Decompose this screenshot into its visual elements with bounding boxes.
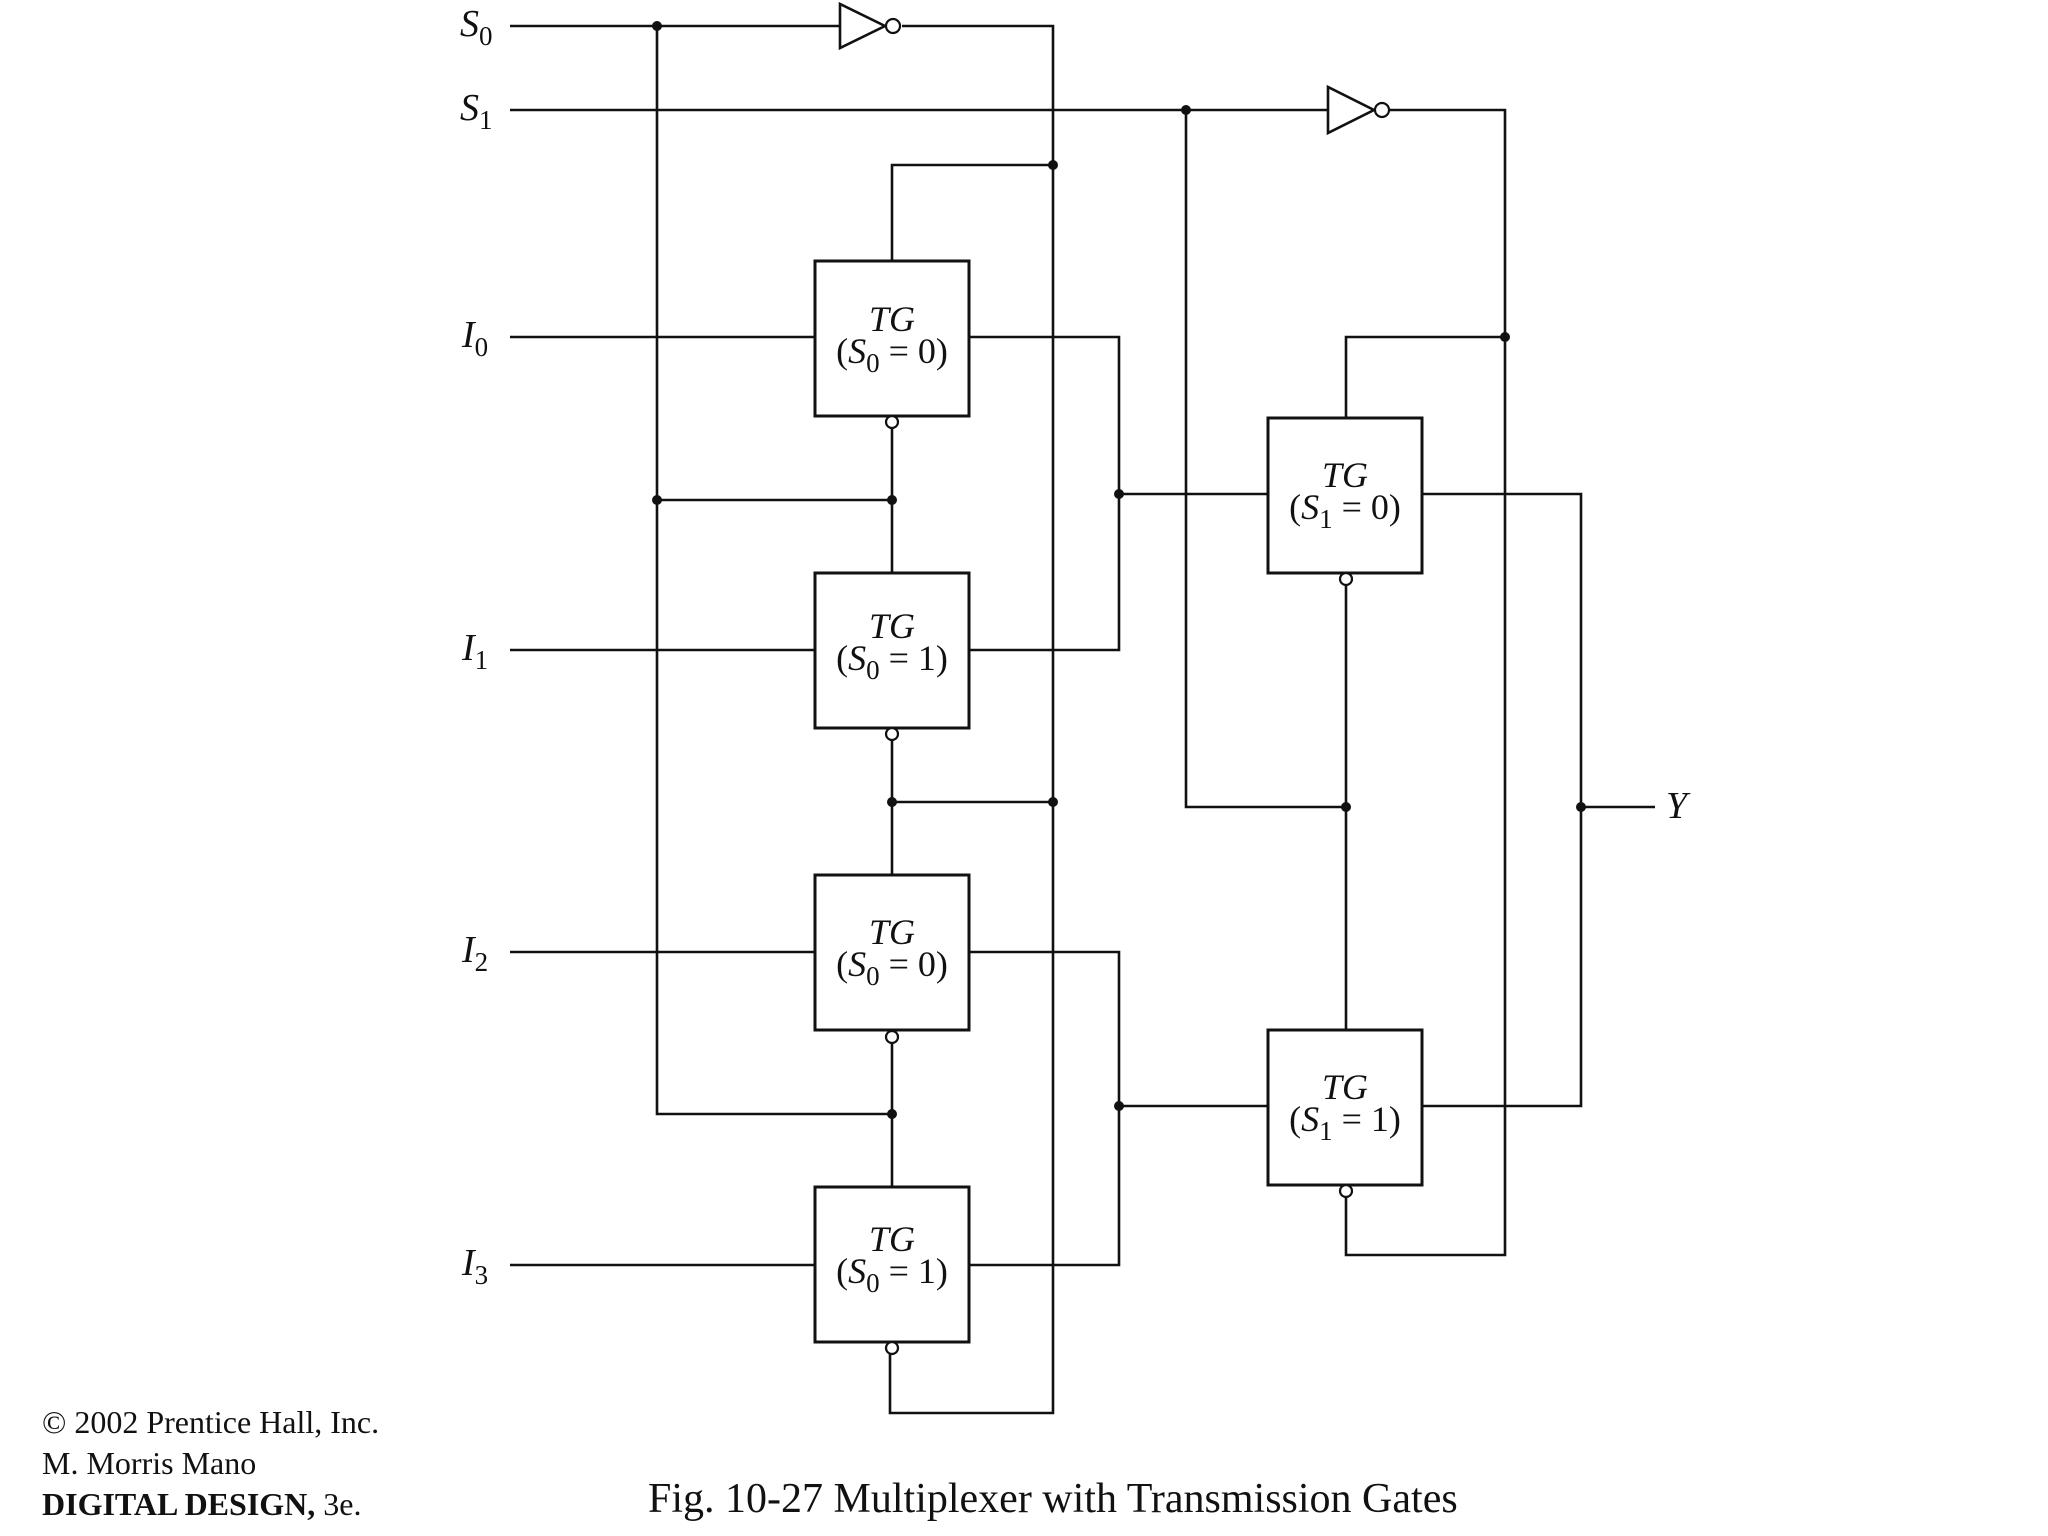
signal-labels: S0 S1 I0 I1 I2 I3 Y	[460, 3, 1691, 1290]
tg-box	[813, 1185, 971, 1344]
inverter-triangle	[838, 1, 888, 51]
s1-inverter	[1326, 84, 1391, 136]
tg-condition: (S1 = 0)	[1289, 487, 1401, 534]
tg-control-bubble	[1338, 571, 1354, 587]
tg-control-bubble	[884, 414, 900, 430]
junction-dot	[1048, 160, 1058, 170]
junction-dot	[1114, 489, 1124, 499]
copyright-block: © 2002 Prentice Hall, Inc. M. Morris Man…	[42, 1404, 379, 1522]
label-i2: I2	[461, 929, 488, 977]
tg-box	[1266, 416, 1424, 575]
wires	[510, 24, 1655, 1415]
s0-rail	[655, 26, 892, 1116]
junction-dot	[1048, 797, 1058, 807]
junctions	[652, 21, 1586, 1119]
junction-dot	[652, 495, 662, 505]
tg-condition: (S0 = 0)	[836, 331, 948, 378]
inverter-bubble	[884, 17, 902, 35]
label-i1: I1	[461, 627, 488, 675]
tg-s0-1-top: TG (S0 = 1)	[813, 571, 971, 742]
tg-name: TG	[869, 606, 915, 646]
tg-name: TG	[869, 1219, 915, 1259]
s1-bar-wire	[1344, 108, 1507, 1257]
credit-line: © 2002 Prentice Hall, Inc.	[42, 1404, 379, 1440]
s0-inverter	[838, 1, 902, 51]
s0bar-top-branch	[890, 163, 1053, 261]
tg-name: TG	[1322, 1067, 1368, 1107]
tg-condition: (S1 = 1)	[1289, 1099, 1401, 1146]
credit-book: DIGITAL DESIGN, 3e.	[42, 1486, 361, 1522]
tg-control-bubble	[884, 726, 900, 742]
tg4-out	[1422, 492, 1583, 1108]
label-i0: I0	[461, 314, 488, 362]
label-i3: I3	[461, 1242, 488, 1290]
label-y: Y	[1666, 785, 1691, 827]
tg-s1-1: TG (S1 = 1)	[1266, 1028, 1424, 1199]
credit-line: M. Morris Mano	[42, 1445, 256, 1481]
tg-control-bubble	[1338, 1183, 1354, 1199]
junction-dot	[887, 797, 897, 807]
junction-dot	[1114, 1101, 1124, 1111]
tg-s1-0: TG (S1 = 0)	[1266, 416, 1424, 587]
tg2-out	[969, 950, 1121, 1267]
inverter-bubble	[1373, 101, 1391, 119]
s1-rail	[1184, 110, 1346, 809]
tg-control-bubble	[884, 1029, 900, 1045]
junction-dot	[1576, 802, 1586, 812]
tg-name: TG	[1322, 455, 1368, 495]
tg-condition: (S0 = 1)	[836, 1251, 948, 1298]
tg-box	[813, 873, 971, 1032]
junction-dot	[1500, 332, 1510, 342]
tg-s0-1-bottom: TG (S0 = 1)	[813, 1185, 971, 1356]
tg0-out	[969, 335, 1121, 652]
tg-condition: (S0 = 0)	[836, 944, 948, 991]
s0-bar-wire	[888, 24, 1055, 1415]
junction-dot	[887, 495, 897, 505]
inverter-triangle	[1326, 84, 1377, 136]
tg-s0-0-top: TG (S0 = 0)	[813, 259, 971, 430]
junction-dot	[887, 1109, 897, 1119]
tg-condition: (S0 = 1)	[836, 638, 948, 685]
tg-s0-0-bottom: TG (S0 = 0)	[813, 873, 971, 1045]
figure-caption: Fig. 10-27 Multiplexer with Transmission…	[648, 1476, 1458, 1522]
junction-dot	[1341, 802, 1351, 812]
label-s1: S1	[460, 87, 493, 135]
tg-control-bubble	[884, 1340, 900, 1356]
label-s0: S0	[460, 3, 493, 51]
junction-dot	[1181, 105, 1191, 115]
tg-name: TG	[869, 912, 915, 952]
s1bar-top-branch	[1344, 335, 1505, 418]
junction-dot	[652, 21, 662, 31]
tg-name: TG	[869, 299, 915, 339]
tg-box	[1266, 1028, 1424, 1187]
